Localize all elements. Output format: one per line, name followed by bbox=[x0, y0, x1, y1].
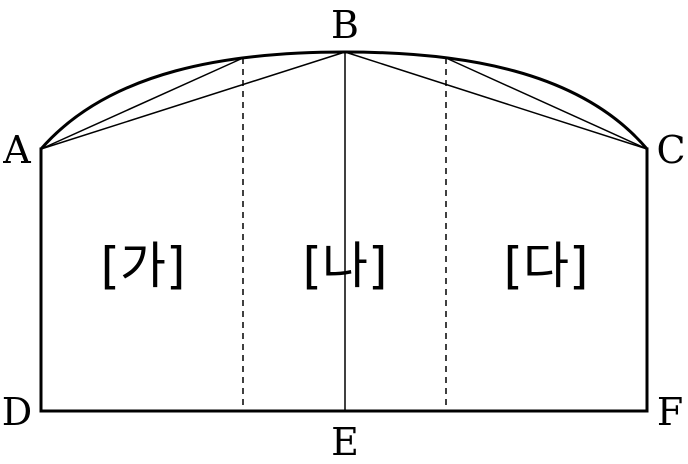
chord-ab bbox=[40, 51, 346, 150]
point-label-a: A bbox=[2, 128, 31, 172]
point-label-f: F bbox=[657, 390, 683, 434]
region-label-right: [다] bbox=[503, 237, 588, 295]
point-label-d: D bbox=[2, 390, 32, 434]
region-label-middle: [나] bbox=[302, 237, 387, 295]
point-label-e: E bbox=[331, 420, 359, 464]
chord-a-left-arc bbox=[40, 57, 244, 150]
chord-bc bbox=[344, 51, 648, 150]
point-label-c: C bbox=[656, 128, 685, 172]
point-label-b: B bbox=[331, 3, 359, 47]
arc-abc bbox=[39, 50, 649, 150]
chord-right-arc-c bbox=[445, 57, 648, 150]
region-label-left: [가] bbox=[100, 237, 185, 295]
